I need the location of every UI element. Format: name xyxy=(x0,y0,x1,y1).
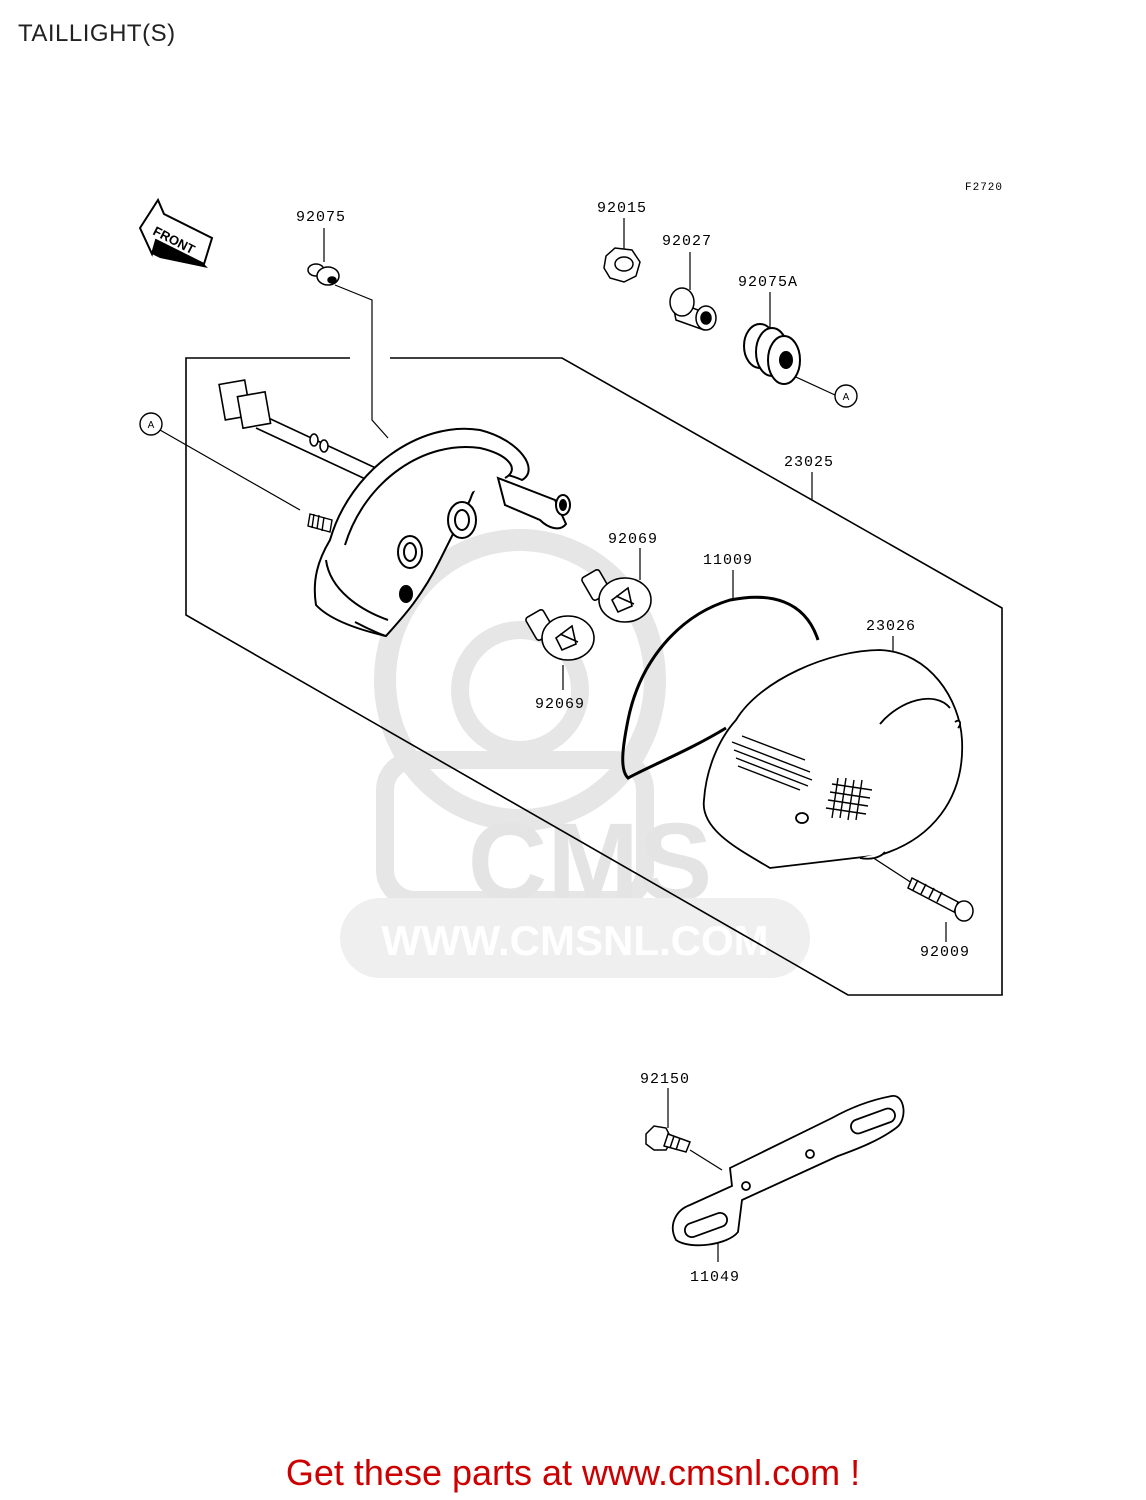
diagram-code: F2720 xyxy=(965,182,1003,194)
wire-connector xyxy=(218,379,381,484)
lens-23026 xyxy=(703,649,963,869)
grommet-92075 xyxy=(307,263,340,286)
stud-bolt xyxy=(307,513,333,533)
svg-text:A: A xyxy=(148,420,155,431)
screw-92009 xyxy=(907,876,974,922)
taillight-housing xyxy=(313,427,571,638)
bolt-92150 xyxy=(645,1125,691,1153)
exploded-parts-diagram: CMS WWW.CMSNL.COM F2720 FRONT xyxy=(138,182,1003,1286)
part-label-92075A: 92075A xyxy=(738,274,798,291)
grommet-92075A xyxy=(743,323,801,385)
gasket-11009 xyxy=(621,595,820,780)
part-label-92015: 92015 xyxy=(597,200,647,217)
watermark: CMS WWW.CMSNL.COM xyxy=(340,529,810,978)
svg-text:A: A xyxy=(843,392,850,403)
part-label-23025: 23025 xyxy=(784,454,834,471)
bulb-92069-top xyxy=(581,569,652,623)
part-label-92075: 92075 xyxy=(296,209,346,226)
bulb-92069-bottom xyxy=(525,609,595,661)
bracket-11049 xyxy=(671,1095,905,1247)
part-label-92009: 92009 xyxy=(920,944,970,961)
part-label-92150: 92150 xyxy=(640,1071,690,1088)
ref-marker-a-right: A xyxy=(834,384,858,408)
part-label-11049: 11049 xyxy=(690,1269,740,1286)
footer-link-text[interactable]: Get these parts at www.cmsnl.com ! xyxy=(285,1452,861,1493)
part-label-92069-bottom: 92069 xyxy=(535,696,585,713)
front-arrow-icon: FRONT xyxy=(138,197,214,268)
nut-92015 xyxy=(603,247,641,283)
part-label-11009: 11009 xyxy=(703,552,753,569)
part-labels: 92075 92015 92027 92075A 23025 92069 110… xyxy=(296,200,970,1286)
page-title: TAILLIGHT(S) xyxy=(18,20,176,47)
collar-92027 xyxy=(669,287,717,331)
ref-marker-a-left: A xyxy=(139,412,163,436)
part-label-92027: 92027 xyxy=(662,233,712,250)
assembly-frame xyxy=(185,357,1003,996)
watermark-url: WWW.CMSNL.COM xyxy=(381,917,768,964)
part-label-23026: 23026 xyxy=(866,618,916,635)
part-label-92069-top: 92069 xyxy=(608,531,658,548)
